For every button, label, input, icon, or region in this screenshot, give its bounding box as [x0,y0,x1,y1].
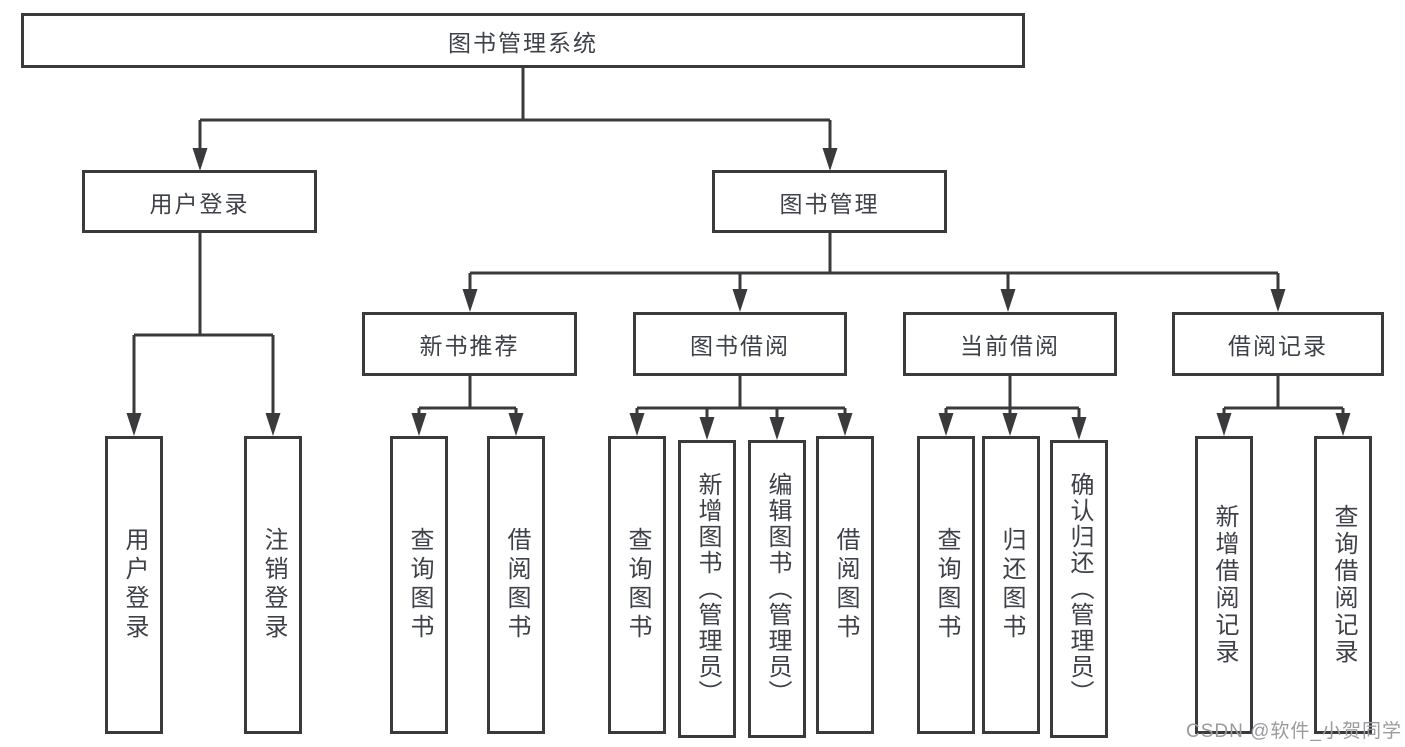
node-new-book-recommend: 新书推荐 [362,312,577,376]
leaf-bb-query-books: 查询图书 [608,436,666,734]
node-label: 借阅图书 [503,527,530,643]
node-label: 图书借阅 [690,333,790,359]
node-label: 用户登录 [149,190,250,217]
leaf-bb-add-books-admin: 新增图书（管理员） [678,440,736,738]
node-label: 归还图书 [998,527,1025,643]
node-label: 用户登录 [121,527,148,643]
node-label: 编辑图书（管理员） [764,472,791,706]
leaf-logout: 注销登录 [244,436,302,734]
leaf-br-add-record: 新增借阅记录 [1195,436,1253,734]
node-borrow-records: 借阅记录 [1172,312,1384,376]
node-label: 图书管理系统 [448,29,598,56]
node-label: 查询图书 [933,527,960,643]
leaf-cb-return-books: 归还图书 [982,436,1040,734]
arrowheads [126,148,1351,440]
node-label: 注销登录 [260,527,287,643]
csdn-watermark: CSDN @软件_小贺同学 [1186,721,1402,742]
node-label: 查询图书 [406,527,433,643]
leaf-cb-confirm-return-admin: 确认归还（管理员） [1050,440,1108,738]
node-book-management: 图书管理 [712,170,947,233]
node-user-login: 用户登录 [82,170,317,233]
node-label: 新书推荐 [419,333,520,359]
node-label: 借阅图书 [832,527,859,643]
node-book-borrow: 图书借阅 [633,312,847,376]
leaf-bb-borrow-books: 借阅图书 [816,436,874,734]
leaf-nb-borrow-books: 借阅图书 [487,436,545,734]
node-library-system-root: 图书管理系统 [21,13,1025,68]
node-label: 新增借阅记录 [1211,504,1238,666]
node-label: 当前借阅 [960,333,1060,359]
node-label: 查询图书 [624,527,651,643]
leaf-cb-query-books: 查询图书 [917,436,975,734]
node-label: 图书管理 [779,190,880,217]
node-label: 确认归还（管理员） [1066,472,1093,706]
node-label: 借阅记录 [1228,333,1328,359]
leaf-user-login: 用户登录 [105,436,163,734]
leaf-bb-edit-books-admin: 编辑图书（管理员） [748,440,806,738]
node-label: 查询借阅记录 [1330,504,1357,666]
node-label: 新增图书（管理员） [694,472,721,706]
leaf-nb-query-books: 查询图书 [390,436,448,734]
leaf-br-query-record: 查询借阅记录 [1314,436,1372,734]
node-current-borrow: 当前借阅 [903,312,1117,376]
